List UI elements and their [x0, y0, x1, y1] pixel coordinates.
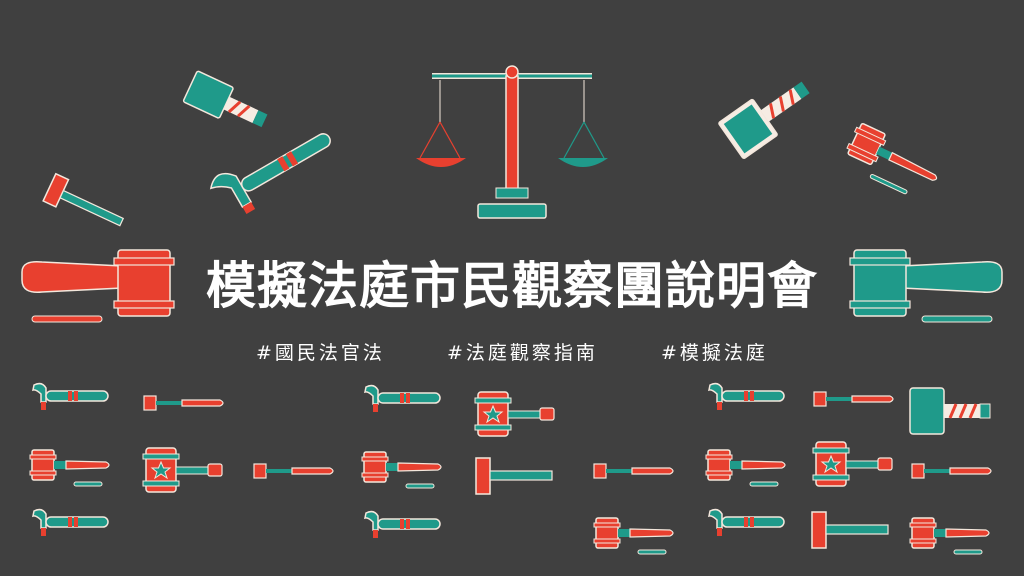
- gavel-icon: [29, 449, 110, 487]
- mallet-icon: [813, 391, 894, 407]
- gavel-icon: [142, 447, 223, 493]
- gavel-icon: [474, 391, 555, 437]
- mallet-icon: [475, 457, 553, 495]
- mallet-icon: [253, 463, 334, 479]
- hammer-icon: [364, 384, 441, 413]
- mallet-icon: [811, 511, 889, 549]
- mallet-icon: [593, 463, 674, 479]
- hashtag-item: #模擬法庭: [661, 342, 768, 364]
- mallet-icon: [42, 172, 125, 227]
- hashtag-item: #法庭觀察指南: [447, 342, 598, 364]
- gavel-icon: [705, 449, 786, 487]
- hammer-icon: [708, 508, 785, 537]
- hammer-icon: [364, 510, 441, 539]
- hashtag-item: #國民法官法: [256, 342, 385, 364]
- hashtag-row: #國民法官法 #法庭觀察指南 #模擬法庭: [256, 338, 816, 364]
- page-title: 模擬法庭市民觀察團說明會: [206, 256, 818, 315]
- hammer-icon: [32, 382, 109, 411]
- mallet-icon: [143, 395, 224, 411]
- mallet-icon: [718, 81, 810, 159]
- mallet-icon: [908, 386, 992, 436]
- mallet-icon: [911, 463, 992, 479]
- mallet-icon: [182, 70, 268, 128]
- hammer-icon: [32, 508, 109, 537]
- gavel-icon: [812, 441, 893, 487]
- gavel-icon: [361, 451, 442, 489]
- gavel-icon: [593, 517, 674, 555]
- scales-of-justice-icon: [416, 65, 608, 219]
- hammer-icon: [708, 382, 785, 411]
- gavel-icon: [846, 123, 938, 195]
- gavel-icon: [909, 517, 990, 555]
- hammer-icon: [209, 133, 331, 214]
